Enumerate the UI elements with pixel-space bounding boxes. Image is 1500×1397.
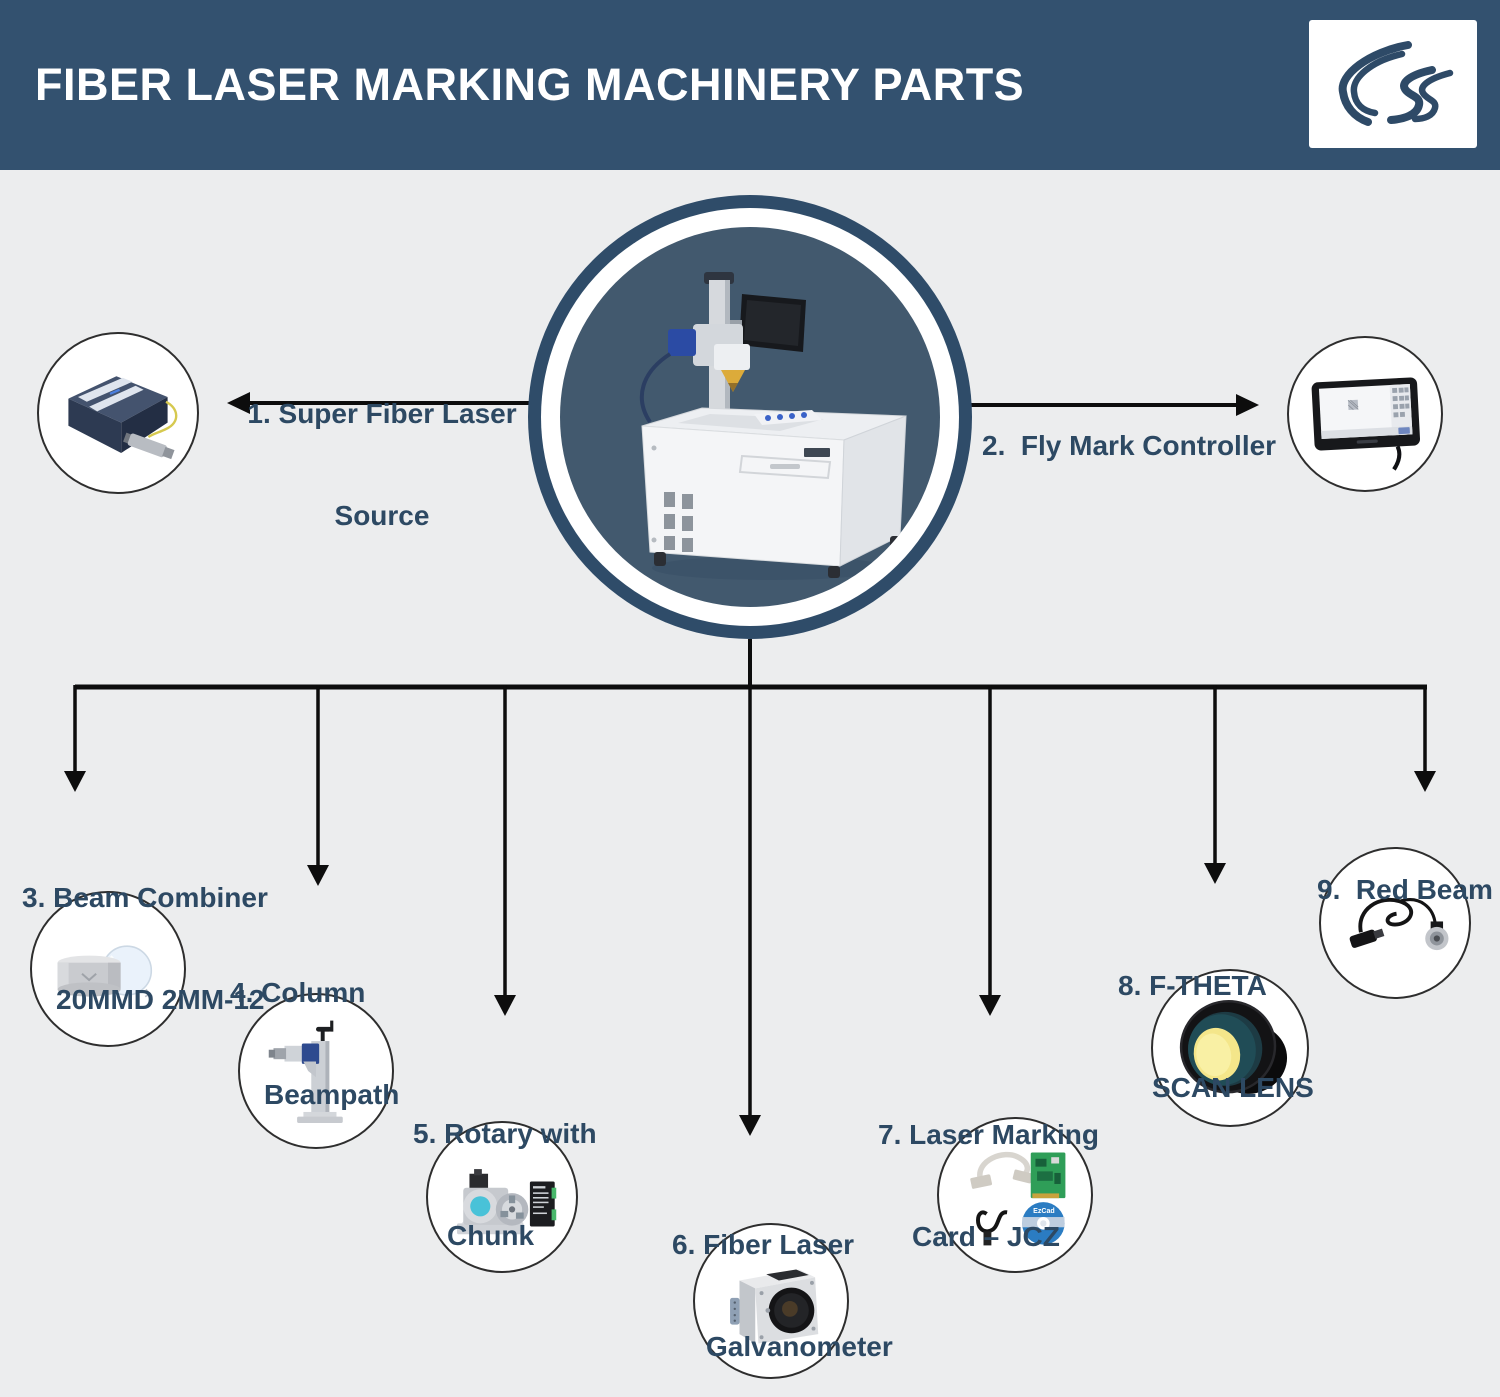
arrow-to-part-4 — [307, 685, 329, 886]
arrow-to-part-6 — [739, 689, 761, 1136]
part-6-label: 6. Fiber Laser Galvanometer — [672, 1160, 893, 1397]
arrow-to-part-1 — [227, 392, 529, 414]
laser-marking-machine-image — [639, 272, 907, 580]
f-theta-scan-lens-image — [1179, 1000, 1288, 1094]
part-2-label-line1: 2. Fly Mark Controller — [982, 430, 1277, 461]
part-8-label-line1: 8. F-THETA — [1118, 970, 1267, 1001]
fiber-laser-galvanometer-image — [730, 1269, 819, 1344]
part-8-label-line2: SCAN LENS — [1152, 1072, 1314, 1103]
part-9-label: 9. Red Beam — [1317, 805, 1493, 975]
fly-mark-controller-image — [1311, 377, 1421, 471]
part-9-circle — [1319, 847, 1471, 999]
part-3-circle — [30, 891, 186, 1047]
part-7-circle: EzCad — [937, 1117, 1093, 1273]
part-3-label-line2: 20MMD 2MM-12 — [56, 984, 265, 1015]
arrow-to-part-3 — [64, 685, 86, 792]
part-1-circle — [37, 332, 199, 494]
part-8-circle — [1151, 969, 1309, 1127]
rotary-with-chunk-image — [457, 1169, 557, 1235]
part-6-label-line1: 6. Fiber Laser — [672, 1229, 855, 1260]
part-4-label-line1: 4. Column — [230, 977, 366, 1008]
part-6-circle — [693, 1223, 849, 1379]
arrow-to-part-7 — [979, 685, 1001, 1016]
machine-hub-white-ring — [541, 208, 959, 626]
arrow-to-part-5 — [494, 685, 516, 1016]
super-fiber-laser-source-image — [68, 376, 178, 460]
part-1-label: 1. Super Fiber Laser Source — [222, 329, 542, 601]
part-4-label-line2: Beampath — [264, 1079, 400, 1110]
part-2-label: 2. Fly Mark Controller — [982, 361, 1276, 531]
part-5-label-line1: 5. Rotary with — [413, 1118, 597, 1149]
part-4-label: 4. Column Beampath — [230, 908, 399, 1180]
arrow-to-part-2 — [971, 394, 1259, 416]
page-title: FIBER LASER MARKING MACHINERY PARTS — [35, 59, 1025, 110]
company-logo — [1309, 20, 1477, 148]
tree-trunk — [75, 639, 1427, 690]
beam-combiner-image — [57, 945, 153, 998]
part-9-label-line1: 9. Red Beam — [1317, 874, 1493, 905]
red-beam-image — [1349, 898, 1449, 951]
part-1-label-line1: 1. Super Fiber Laser — [247, 398, 517, 429]
part-5-circle — [426, 1121, 578, 1273]
machine-hub-circle — [528, 195, 972, 639]
part-2-circle — [1287, 336, 1443, 492]
part-7-label-line1: 7. Laser Marking — [878, 1119, 1099, 1150]
part-8-label: 8. F-THETA SCAN LENS — [1118, 901, 1314, 1173]
arrow-to-part-8 — [1204, 685, 1226, 884]
part-5-label: 5. Rotary with Chunk — [413, 1049, 597, 1321]
part-3-label: 3. Beam Combiner 20MMD 2MM-12 — [22, 813, 268, 1085]
machine-hub-inner — [560, 227, 940, 607]
part-6-label-line2: Galvanometer — [706, 1331, 893, 1362]
part-4-circle — [238, 993, 394, 1149]
laser-marking-card-jcz-image: EzCad — [970, 1151, 1066, 1246]
part-7-label: 7. Laser Marking Card – JCZ — [878, 1050, 1099, 1322]
header: FIBER LASER MARKING MACHINERY PARTS — [0, 0, 1500, 170]
column-beampath-image — [268, 1020, 343, 1123]
cs-logo-icon — [1338, 41, 1454, 126]
cd-label-text: EzCad — [1033, 1207, 1055, 1215]
arrow-to-part-9 — [1414, 685, 1436, 792]
part-5-label-line2: Chunk — [447, 1220, 535, 1251]
part-1-label-line2: Source — [334, 500, 430, 531]
part-3-label-line1: 3. Beam Combiner — [22, 882, 268, 913]
part-7-label-line2: Card – JCZ — [912, 1221, 1060, 1252]
